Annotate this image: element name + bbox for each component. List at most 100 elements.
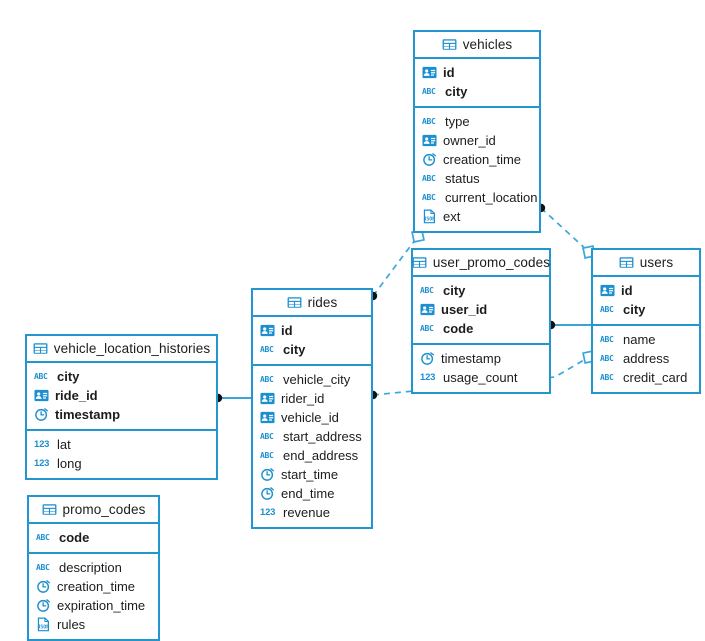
field-row[interactable]: timestamp [27,405,216,424]
field-row[interactable]: ABC vehicle_city [253,370,371,389]
field-row[interactable]: owner_id [415,131,539,150]
field-row[interactable]: vehicle_id [253,408,371,427]
clock-icon [34,407,49,422]
abc-icon: ABC [600,305,614,314]
field-row[interactable]: ABC code [413,319,549,338]
field-row[interactable]: id [415,63,539,82]
table-name: users [639,255,674,270]
clock-icon [260,467,275,482]
field-row[interactable]: rider_id [253,389,371,408]
id-badge-icon [260,323,275,338]
field-row[interactable]: end_time [253,484,371,503]
number-icon: 123 [34,439,50,450]
grid-icon [442,37,457,52]
field-row[interactable]: id [253,321,371,340]
field-row[interactable]: expiration_time [29,596,158,615]
field-name: address [623,351,670,366]
id-badge-icon [422,65,437,80]
field-name: user_id [441,302,488,317]
id-badge-icon [422,133,437,148]
grid-icon [42,502,57,517]
table-header-vehicles[interactable]: vehicles [415,32,539,59]
field-row[interactable]: start_time [253,465,371,484]
field-row[interactable]: ABC start_address [253,427,371,446]
table-header-users[interactable]: users [593,250,699,277]
clock-icon [36,579,51,594]
field-name: expiration_time [57,598,146,613]
id-badge-icon [34,388,49,403]
field-row[interactable]: ABC current_location [415,188,539,207]
id-badge-icon [600,283,615,298]
field-name: description [59,560,122,575]
table-name: vehicle_location_histories [53,341,211,356]
relationship-vehicle-location-histories-to-rides [213,393,251,403]
number-icon: 123 [260,507,276,518]
field-row[interactable]: user_id [413,300,549,319]
field-name: id [443,65,455,80]
field-name: start_address [283,429,362,444]
field-name: code [443,321,474,336]
table-header-rides[interactable]: rides [253,290,371,317]
field-name: revenue [283,505,330,520]
field-name: current_location [445,190,538,205]
field-name: id [621,283,633,298]
clock-icon [422,152,437,167]
field-name: credit_card [623,370,688,385]
field-name: start_time [281,467,339,482]
field-name: owner_id [443,133,496,148]
abc-icon: ABC [260,432,274,441]
grid-icon [287,295,302,310]
abc-icon: ABC [260,451,274,460]
table-name: rides [307,295,338,310]
field-name: creation_time [443,152,522,167]
table-header-vehicle_location_histories[interactable]: vehicle_location_histories [27,336,216,363]
relationship-user-promo-codes-to-users [546,320,591,330]
table-header-promo_codes[interactable]: promo_codes [29,497,158,524]
number-icon: 123 [420,372,436,383]
abc-icon: ABC [260,375,274,384]
field-name: vehicle_city [283,372,351,387]
table-header-user_promo_codes[interactable]: user_promo_codes [412,250,550,277]
field-row[interactable]: timestamp [413,349,549,368]
field-name: timestamp [441,351,501,366]
field-row[interactable]: 123 revenue [253,503,371,522]
json-icon: JSON [36,617,51,632]
field-row[interactable]: creation_time [29,577,158,596]
field-row[interactable]: creation_time [415,150,539,169]
abc-icon: ABC [422,193,436,202]
field-row[interactable]: ride_id [27,386,216,405]
abc-icon: ABC [420,324,434,333]
field-name: ext [443,209,461,224]
field-row[interactable]: id [593,281,699,300]
